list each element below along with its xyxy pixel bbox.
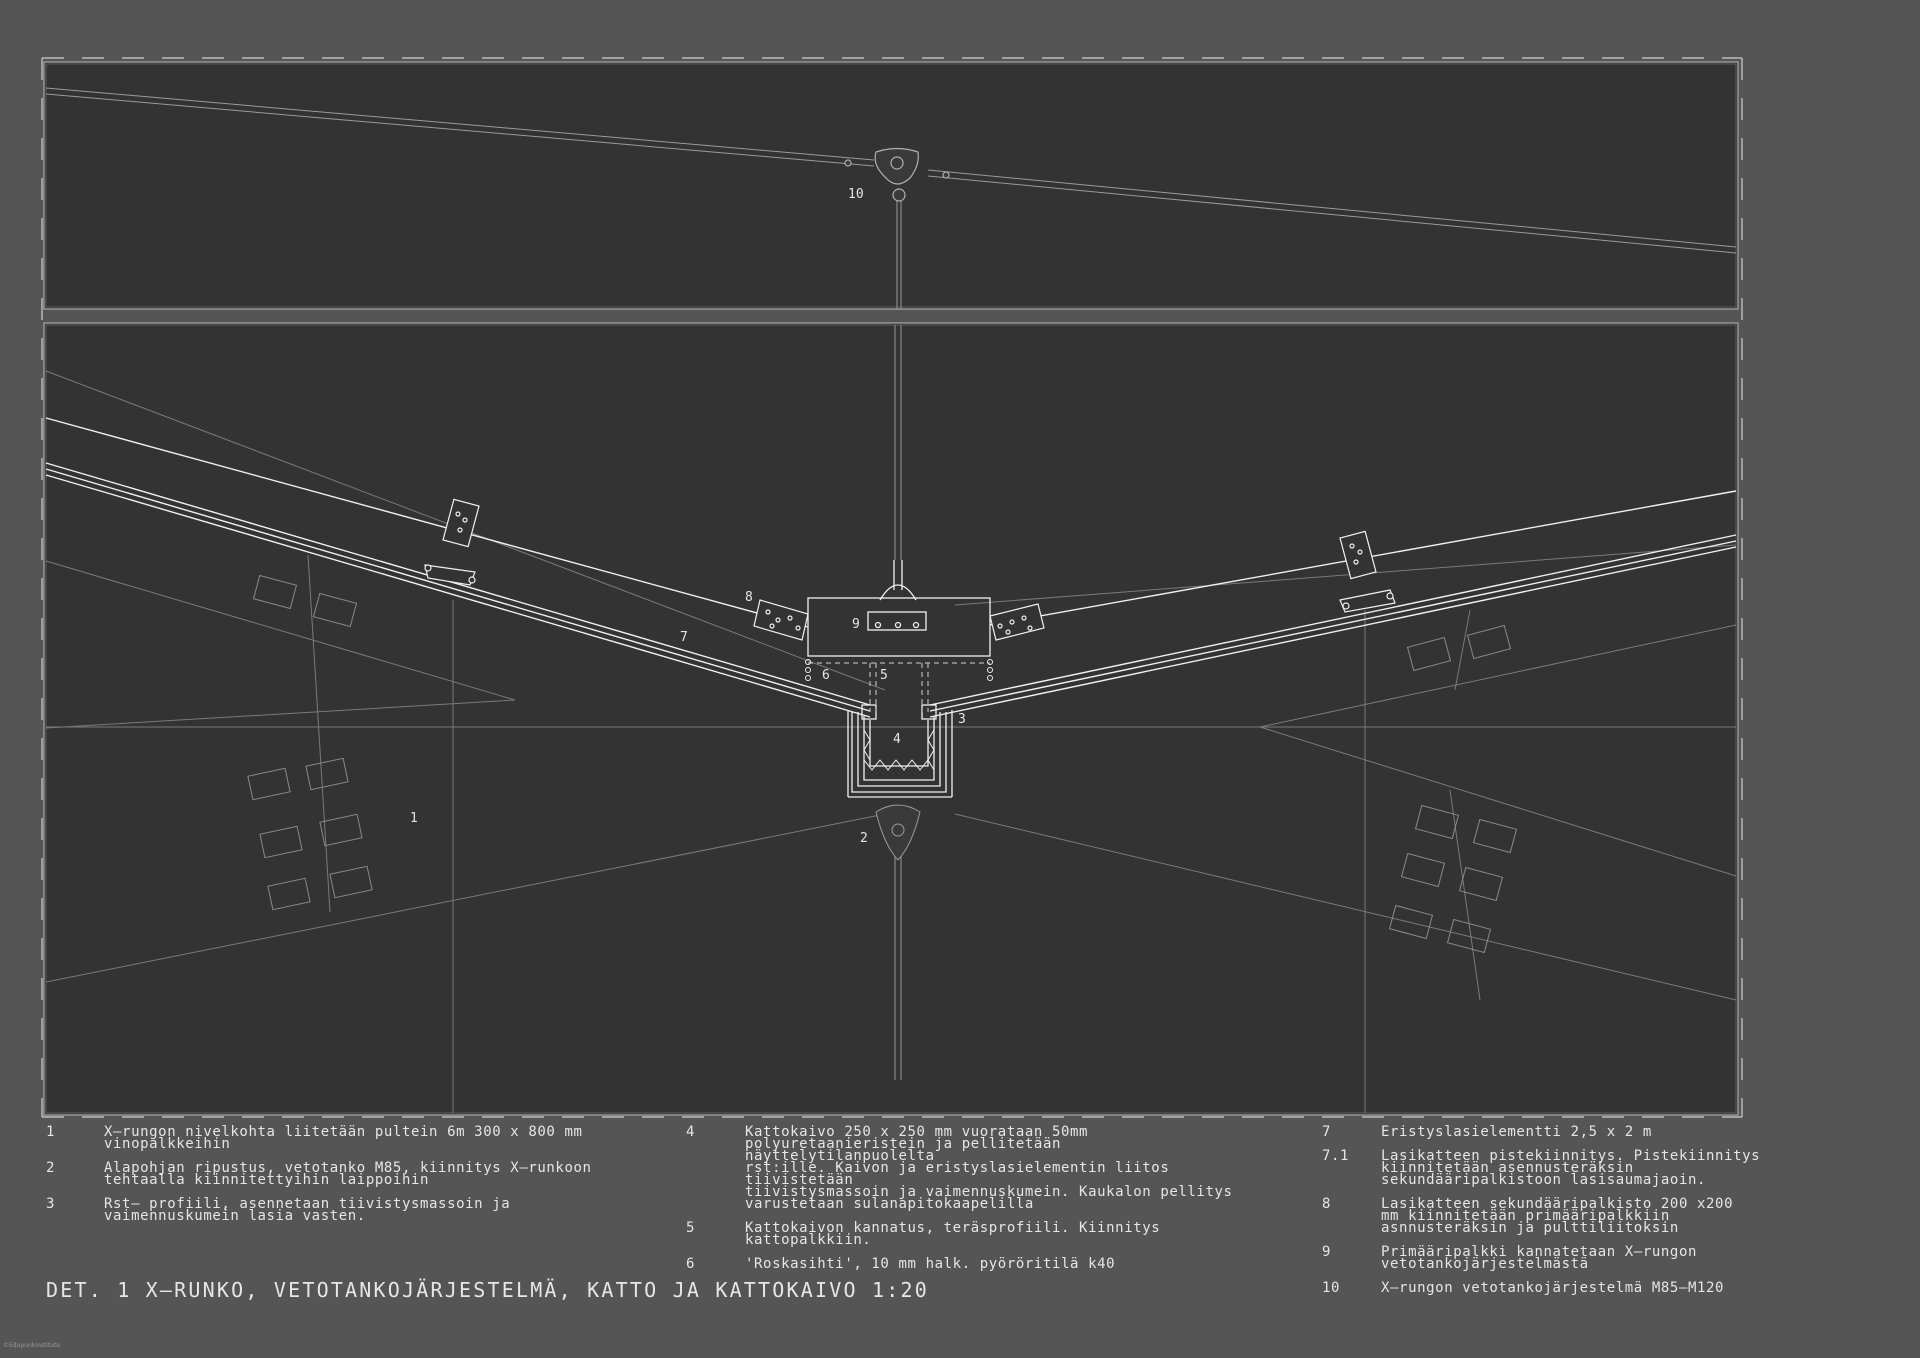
legend-text: X–rungon vetotankojärjestelmä M85–M120 [1381, 1280, 1725, 1296]
callout-2: 2 [860, 831, 868, 846]
tension-rods [45, 87, 1737, 309]
callout-10: 10 [848, 187, 864, 202]
legend-text: Kattokaivo 250 x 250 mm vuorataan 50mm p… [745, 1124, 1233, 1212]
hanger-rod [875, 325, 921, 1080]
legend-item: 2 Alapohjan ripustus, vetotanko M85, kii… [46, 1160, 606, 1188]
primary-beam [807, 560, 991, 657]
callout-4: 4 [893, 732, 901, 747]
legend-number: 7 [1322, 1124, 1332, 1140]
drain-support [808, 662, 990, 712]
secondary-beam-plates [753, 599, 1045, 641]
legend-number: 10 [1322, 1280, 1341, 1296]
legend-text: X–rungon nivelkohta liitetään pultein 6m… [104, 1124, 583, 1152]
legend-number: 9 [1322, 1244, 1332, 1260]
legend-item: 7 Eristyslasielementti 2,5 x 2 m [1322, 1124, 1822, 1140]
legend-number: 5 [686, 1220, 696, 1236]
legend-number: 3 [46, 1196, 56, 1212]
legend-text: Lasikatteen sekundääripalkisto 200 x200 … [1381, 1196, 1734, 1236]
bolt-plates [247, 574, 1518, 954]
point-fixings [424, 498, 1396, 613]
rod-node [844, 147, 950, 202]
callout-8: 8 [745, 590, 753, 605]
callout-6: 6 [822, 668, 830, 683]
lower-viewport [43, 322, 1739, 1116]
legend-item: 10 X–rungon vetotankojärjestelmä M85–M12… [1322, 1280, 1822, 1296]
callout-5: 5 [880, 668, 888, 683]
legend-item: 9 Primääripalkki kannatetaan X–rungon ve… [1322, 1244, 1822, 1272]
legend-item: 3 Rst– profiili, asennetaan tiivistysmas… [46, 1196, 606, 1224]
legend-text: Eristyslasielementti 2,5 x 2 m [1381, 1124, 1652, 1140]
legend-number: 4 [686, 1124, 696, 1140]
legend-number: 8 [1322, 1196, 1332, 1212]
legend-number: 1 [46, 1124, 56, 1140]
legend-item: 4 Kattokaivo 250 x 250 mm vuorataan 50mm… [686, 1124, 1246, 1212]
credit-text: ©Edupunkinstitute [3, 1342, 61, 1349]
legend-item: 8 Lasikatteen sekundääripalkisto 200 x20… [1322, 1196, 1822, 1236]
roof-drain [847, 704, 953, 798]
legend-text: 'Roskasihti', 10 mm halk. pyöröritilä k4… [745, 1256, 1116, 1272]
legend-item: 1 X–rungon nivelkohta liitetään pultein … [46, 1124, 606, 1152]
callout-9: 9 [852, 617, 860, 632]
legend-text: Primääripalkki kannatetaan X–rungon veto… [1381, 1244, 1698, 1272]
callout-1: 1 [410, 811, 418, 826]
legend-text: Rst– profiili, asennetaan tiivistysmasso… [104, 1196, 511, 1224]
sheet-border [41, 57, 1743, 1118]
callouts: 10 1 2 3 4 5 6 7 8 9 [410, 187, 966, 846]
legend-number: 2 [46, 1160, 56, 1176]
legend-column-3: 7 Eristyslasielementti 2,5 x 2 m 7.1 Las… [1322, 1124, 1822, 1306]
drain-support-hangers [805, 659, 993, 681]
legend-column-2: 4 Kattokaivo 250 x 250 mm vuorataan 50mm… [686, 1124, 1246, 1282]
legend-number: 7.1 [1322, 1148, 1350, 1164]
callout-7: 7 [680, 630, 688, 645]
callout-3: 3 [958, 712, 966, 727]
legend-number: 6 [686, 1256, 696, 1272]
legend-text: Lasikatteen pistekiinnitys. Pistekiinnit… [1381, 1148, 1761, 1188]
upper-viewport [43, 61, 1739, 310]
legend-column-1: 1 X–rungon nivelkohta liitetään pultein … [46, 1124, 606, 1234]
legend-text: Alapohjan ripustus, vetotanko M85, kiinn… [104, 1160, 592, 1188]
legend-item: 5 Kattokaivon kannatus, teräsprofiili. K… [686, 1220, 1246, 1248]
legend-item: 6 'Roskasihti', 10 mm halk. pyöröritilä … [686, 1256, 1246, 1272]
drawing-title: DET. 1 X–RUNKO, VETOTANKOJÄRJESTELMÄ, KA… [46, 1278, 929, 1302]
legend-text: Kattokaivon kannatus, teräsprofiili. Kii… [745, 1220, 1161, 1248]
legend-item: 7.1 Lasikatteen pistekiinnitys. Pistekii… [1322, 1148, 1822, 1188]
